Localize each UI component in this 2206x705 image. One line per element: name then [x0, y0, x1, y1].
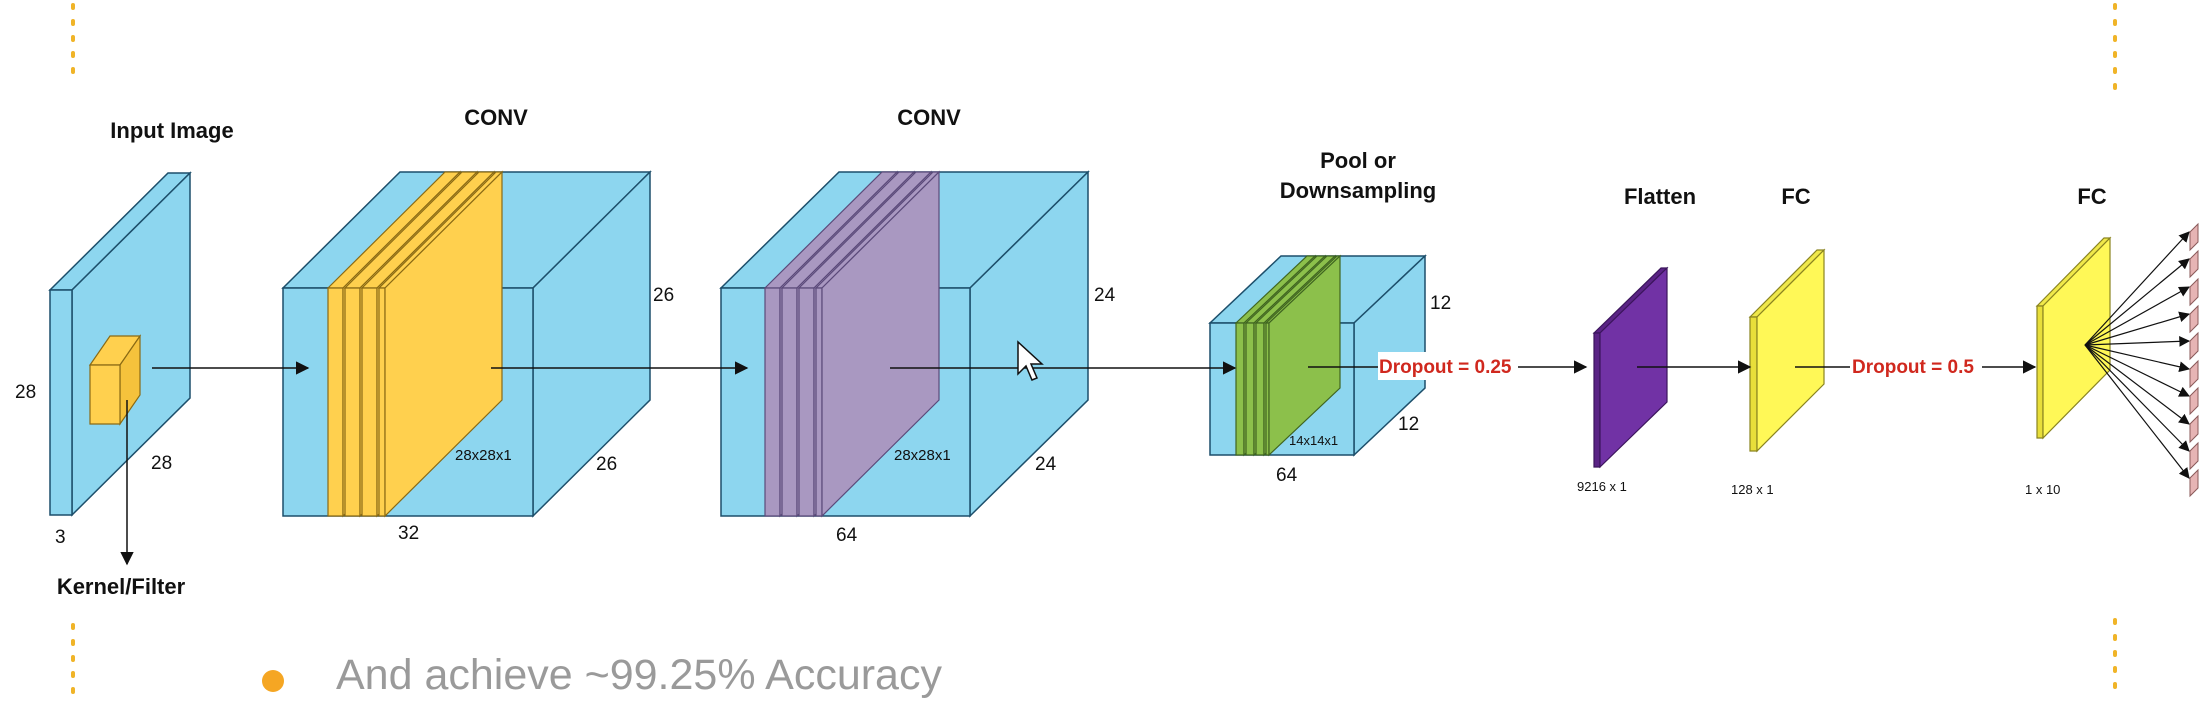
decorative-dots — [71, 3, 2117, 702]
fc1-layer — [1748, 248, 1826, 453]
dropout-1-backdrop — [1378, 352, 1518, 380]
output-fan — [2084, 231, 2191, 479]
dropout-2-backdrop — [1851, 352, 1981, 380]
pool-depth-label: 64 — [1276, 465, 1298, 486]
flatten-size-label: 9216 x 1 — [1577, 479, 1627, 494]
flatten-title: Flatten — [1624, 184, 1696, 209]
conv2-height-label: 24 — [1094, 285, 1116, 306]
pool-filters — [1234, 254, 1342, 457]
dropout-1-label: Dropout = 0.25 — [1379, 357, 1512, 378]
fc1-title: FC — [1781, 184, 1810, 209]
conv1-depth-label: 32 — [398, 523, 419, 544]
conv2-width-label: 24 — [1035, 454, 1057, 475]
conv2-depth-label: 64 — [836, 525, 858, 546]
conv1-title: CONV — [464, 105, 528, 130]
pool-kernel-label: 14x14x1 — [1289, 433, 1338, 448]
fc2-size-label: 1 x 10 — [2025, 482, 2060, 497]
dropout-2-label: Dropout = 0.5 — [1852, 357, 1974, 378]
input-image-title: Input Image — [110, 118, 233, 143]
flow-arrows — [120, 360, 2037, 566]
fc2-title: FC — [2077, 184, 2106, 209]
input-width-label: 28 — [151, 453, 172, 474]
bullet-text: And achieve ~99.25% Accuracy — [336, 651, 942, 699]
conv1-height-label: 26 — [653, 285, 674, 306]
input-depth-label: 3 — [55, 527, 66, 548]
conv2-title: CONV — [897, 105, 961, 130]
conv1-filters — [326, 170, 504, 518]
kernel-filter-label: Kernel/Filter — [57, 574, 186, 599]
pool-width-label: 12 — [1398, 414, 1419, 435]
flatten-layer — [1592, 266, 1669, 469]
pool-height-label: 12 — [1430, 293, 1451, 314]
conv2-kernel-label: 28x28x1 — [894, 447, 951, 464]
input-height-label: 28 — [15, 382, 36, 403]
fc2-layer — [2035, 236, 2112, 440]
fc1-size-label: 128 x 1 — [1731, 482, 1774, 497]
bullet-dot — [262, 670, 284, 692]
kernel-cube — [88, 334, 142, 426]
mouse-cursor-icon — [1017, 340, 1044, 381]
conv1-width-label: 26 — [596, 454, 617, 475]
conv2-filters — [763, 170, 941, 518]
pool-title-line1: Pool or — [1320, 148, 1396, 173]
conv1-kernel-label: 28x28x1 — [455, 447, 512, 464]
pool-title-line2: Downsampling — [1280, 178, 1436, 203]
output-nodes — [2189, 222, 2199, 498]
